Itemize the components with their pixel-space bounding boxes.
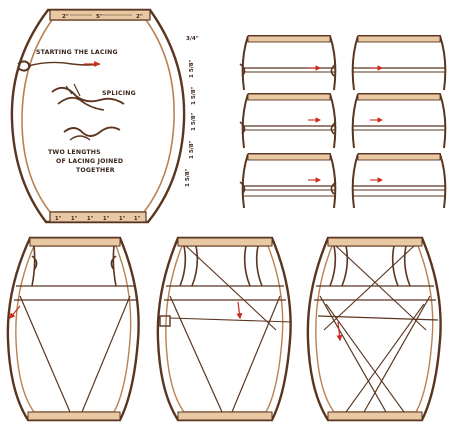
laced-frame-2 bbox=[158, 238, 292, 420]
step-frame-1 bbox=[240, 36, 336, 90]
dim-bottom-3: 1" bbox=[87, 216, 93, 222]
laced-frame-1 bbox=[8, 238, 139, 420]
dim-side-2: 1 5/8" bbox=[189, 59, 195, 78]
dim-side-1: 3/4" bbox=[186, 36, 199, 42]
step-frame-6 bbox=[352, 154, 446, 208]
bottom-crossbar bbox=[50, 212, 146, 222]
dim-bottom-1: 1" bbox=[55, 216, 61, 222]
splicing-detail: SPLICING bbox=[52, 84, 136, 110]
label-two-lengths-1: TWO LENGTHS bbox=[48, 149, 101, 156]
starting-lacing-detail: STARTING THE LACING bbox=[18, 49, 118, 71]
dim-bottom-5: 1" bbox=[119, 216, 125, 222]
label-two-lengths-2: OF LACING JOINED bbox=[56, 158, 123, 165]
dim-side-4: 1 5/8" bbox=[191, 112, 197, 131]
step-frame-4 bbox=[352, 94, 446, 148]
dim-bottom-6: 1" bbox=[134, 216, 140, 222]
dim-bottom-4: 1" bbox=[103, 216, 109, 222]
dim-side-5: 1 5/8" bbox=[189, 140, 195, 159]
step-frame-3 bbox=[240, 94, 336, 148]
dim-top-mid: 5" bbox=[96, 14, 103, 20]
joined-lengths-detail: TWO LENGTHS OF LACING JOINED TOGETHER bbox=[48, 127, 123, 174]
dim-side-6: 1 5/8" bbox=[185, 168, 191, 187]
dim-side-3: 1 5/8" bbox=[191, 86, 197, 105]
step-frames-grid bbox=[240, 36, 446, 208]
label-two-lengths-3: TOGETHER bbox=[76, 167, 115, 174]
dim-top-left: 2" bbox=[62, 14, 69, 20]
dim-top-right: 2" bbox=[136, 14, 143, 20]
label-starting: STARTING THE LACING bbox=[36, 49, 118, 56]
label-splicing: SPLICING bbox=[102, 90, 136, 97]
main-frame-figure: 2" 5" 2" 1" 1" 1" 1" 1" 1" 3/4" 1 5/8" 1… bbox=[12, 10, 199, 222]
step-frame-2 bbox=[352, 36, 446, 90]
dim-bottom-2: 1" bbox=[71, 216, 77, 222]
step-frame-5 bbox=[240, 154, 336, 208]
laced-frame-3 bbox=[308, 238, 441, 420]
